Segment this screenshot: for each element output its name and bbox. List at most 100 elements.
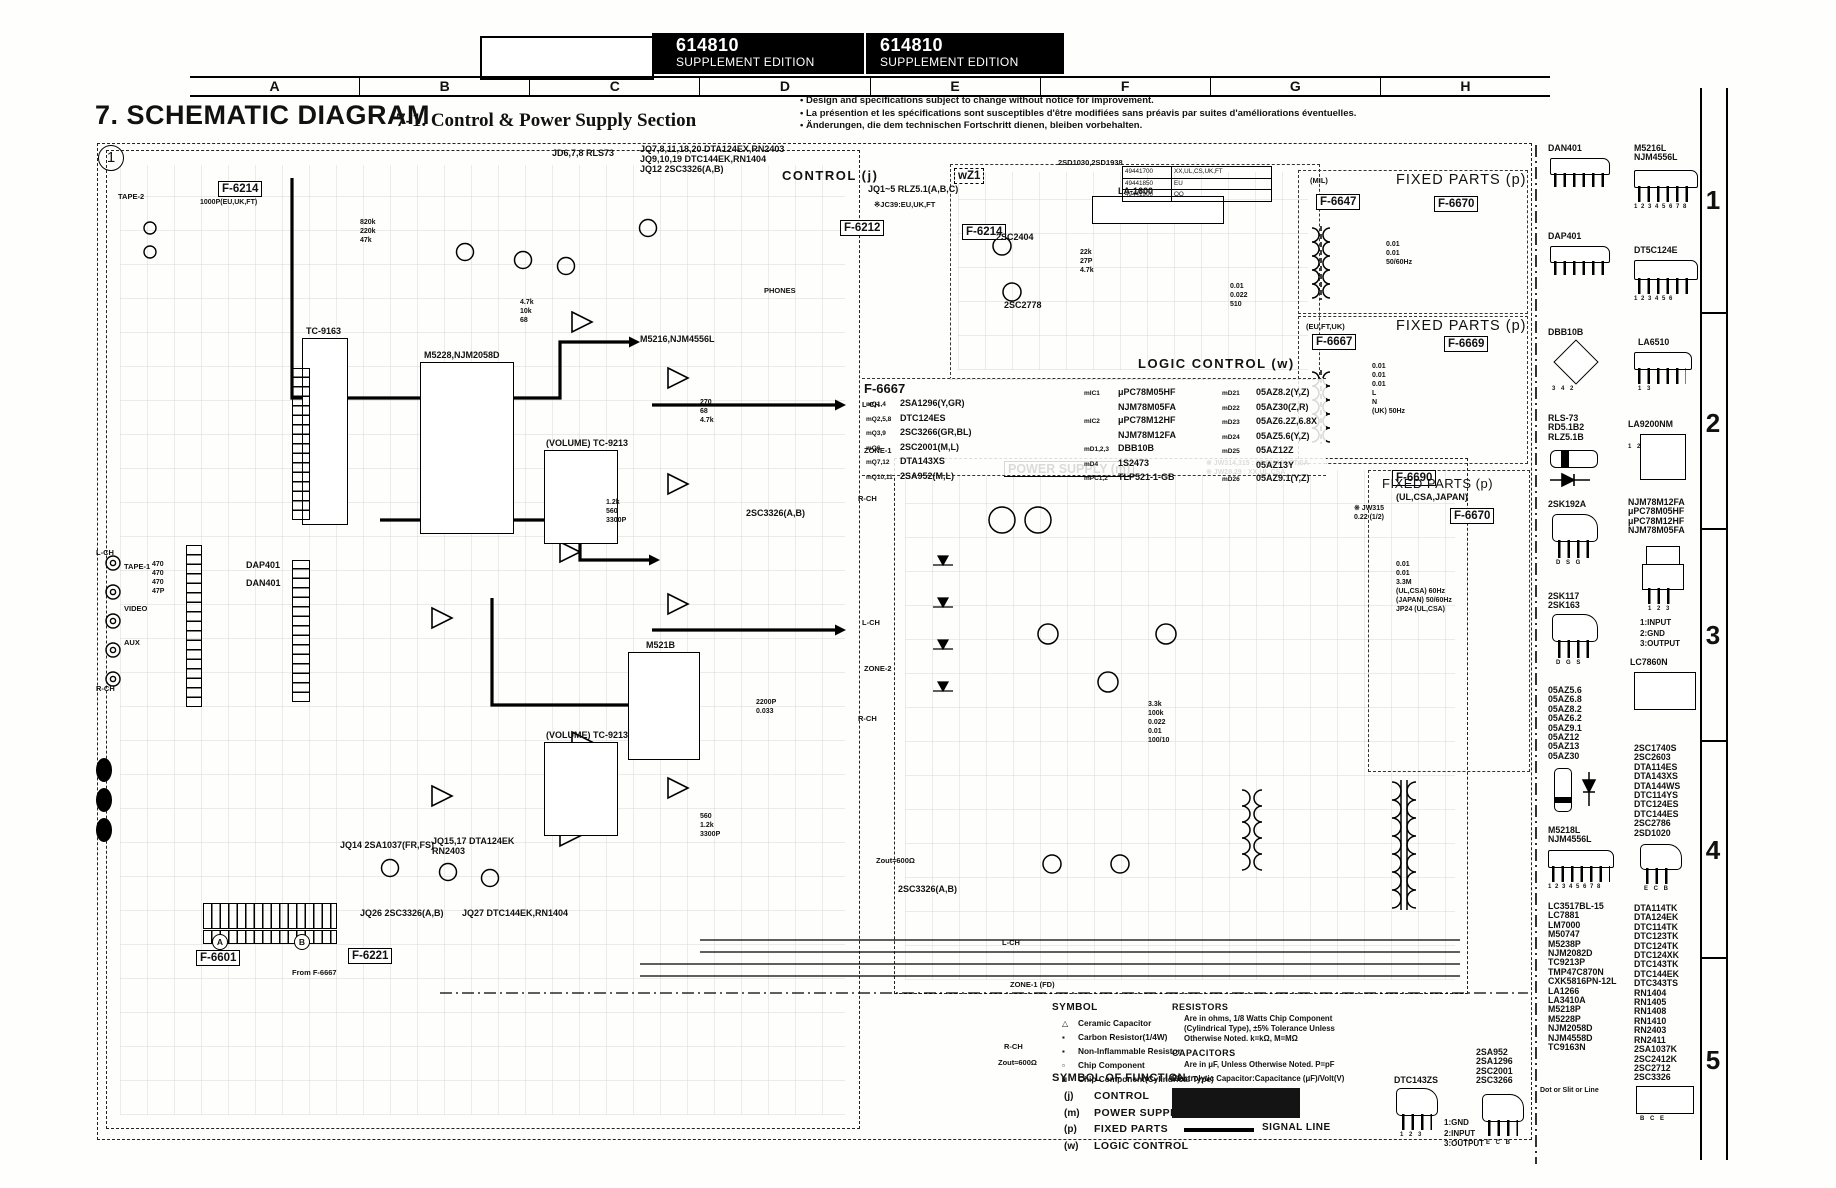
pkg-2sk192a-drawing: [1552, 514, 1598, 542]
from-f6667-label: From F-6667: [292, 968, 337, 977]
ic-label-m521b: M521B: [646, 640, 676, 650]
callout-jq1517: JQ15,17 DTA124EK RN2403: [432, 836, 515, 856]
column-letter: H: [1379, 78, 1550, 95]
row-tick: [1700, 740, 1726, 742]
component-value: 0.01: [1386, 241, 1400, 248]
pinout-line: 2:INPUT: [1444, 1128, 1476, 1138]
package-name: 2SC3266: [1476, 1075, 1513, 1086]
row-number: 3: [1705, 620, 1721, 650]
pkg-dt5c124e-drawing: [1634, 260, 1698, 280]
board-code-f6214b: F-6214: [962, 224, 1007, 240]
pkg-la6510-pins: 1 3: [1638, 386, 1653, 392]
package-to92-group-legs: [1488, 1120, 1518, 1136]
package-name: 05AZ8.2: [1548, 703, 1582, 714]
package-name: 2SC2412K: [1634, 1053, 1678, 1064]
sheet-number: 1: [98, 145, 124, 171]
component-value: 0.022: [1148, 719, 1166, 726]
symbol-item: ▪Non-Inflammable Resistor: [1062, 1046, 1181, 1056]
f6667-code: F-6667: [864, 381, 906, 396]
note-line: Are in ohms, 1/8 Watts Chip Component: [1184, 1014, 1333, 1023]
pkg-la9200nm: LA9200NM: [1628, 419, 1673, 429]
channel-label: L-CH: [862, 618, 880, 627]
package-name: 2SD1020: [1634, 827, 1671, 838]
callout-jq27: JQ27 DTC144EK,RN1404: [462, 908, 569, 918]
package-name: DTC124TK: [1634, 940, 1679, 951]
package-name: 05AZ12: [1548, 732, 1580, 743]
edition-label: SUPPLEMENT EDITION: [880, 55, 1019, 69]
package-name: DBB10B: [1548, 327, 1584, 337]
resistors-note-lines: Are in ohms, 1/8 Watts Chip Component(Cy…: [1184, 1014, 1335, 1044]
component-value: (UL,CSA) 60Hz: [1396, 588, 1446, 595]
component-value: 47k: [360, 237, 372, 244]
row-tick: [1700, 957, 1726, 959]
connector-ladder: [186, 545, 202, 707]
package-name: DTC143TK: [1634, 959, 1679, 970]
phones-label: PHONES: [764, 286, 796, 295]
channel-label: L-CH: [862, 400, 880, 409]
component-value: 100k: [1148, 710, 1164, 717]
pinout-line: 2:GND: [1640, 628, 1665, 638]
symbol-legend-title: SYMBOL: [1052, 1002, 1098, 1013]
package-name: RLS-73: [1548, 413, 1579, 423]
pkg-smd-pins: B C E: [1640, 1116, 1667, 1122]
component-value: 470: [152, 570, 164, 577]
port-rch: R-CH: [96, 684, 115, 693]
package-name: DT5C124E: [1634, 245, 1678, 255]
ic-label-m5216: M5216,NJM4556L: [640, 334, 715, 344]
part-row: NJM78M05FA: [1118, 401, 1177, 412]
function-item: (j)CONTROL: [1064, 1090, 1150, 1102]
signal-line-sample: [1184, 1128, 1254, 1132]
package-name: DTC144EK: [1634, 968, 1679, 979]
pkg-dt5c124e-legs: [1638, 278, 1694, 294]
package-name: LC7881: [1548, 910, 1580, 921]
component-value: 0.01: [1372, 363, 1386, 370]
pkg-lc7860n-drawing: [1634, 672, 1696, 710]
package-name: DTA114ES: [1634, 761, 1678, 772]
pkg-dap401-legs: [1554, 261, 1604, 275]
component-value: 0.01: [1396, 570, 1410, 577]
package-name: M50747: [1548, 929, 1580, 940]
zone-label: ZONE-1 (FD): [1010, 980, 1055, 989]
package-name: CXK5816PN-12L: [1548, 976, 1617, 987]
package-name: NJM2058D: [1548, 1023, 1593, 1034]
component-value: ※ JW315: [1354, 505, 1384, 512]
fixed-ul-region: (UL,CSA,JAPAN): [1396, 492, 1468, 502]
pkg-2sk117-drawing: [1552, 614, 1598, 642]
signal-line-label: SIGNAL LINE: [1262, 1122, 1331, 1133]
logic-block-tag: wZ1: [954, 168, 985, 184]
pkg-m5218l-legs: [1552, 866, 1610, 882]
marker-a: A: [212, 934, 228, 950]
package-dtc143zs-name: DTC143ZS: [1394, 1075, 1438, 1085]
pkg-m5218l-pins: 1 2 3 4 5 6 7 8: [1548, 884, 1602, 890]
capacitors-note-lines: Are in μF, Unless Otherwise Noted. P=pF: [1184, 1060, 1335, 1070]
row-number: 1: [1705, 185, 1721, 215]
package-name: NJM4556L: [1548, 834, 1592, 845]
port-lch: L-CH: [96, 548, 114, 557]
ic-label-dan401: DAN401: [246, 578, 281, 588]
package-name: LA1266: [1548, 985, 1580, 996]
callout-jq15: JQ1~5 RLZ5.1(A,B,C): [868, 184, 959, 194]
package-name: LC3517BL-15: [1548, 901, 1604, 911]
package-name: RN1410: [1634, 1015, 1667, 1026]
board-code-f6669: F-6669: [1444, 336, 1489, 352]
redacted-note-block: [1172, 1088, 1300, 1118]
component-value: (JAPAN) 50/60Hz: [1396, 597, 1452, 604]
component-value: 1.2k: [700, 822, 714, 829]
callout-line: JQ12 2SC3326(A,B): [640, 164, 724, 174]
